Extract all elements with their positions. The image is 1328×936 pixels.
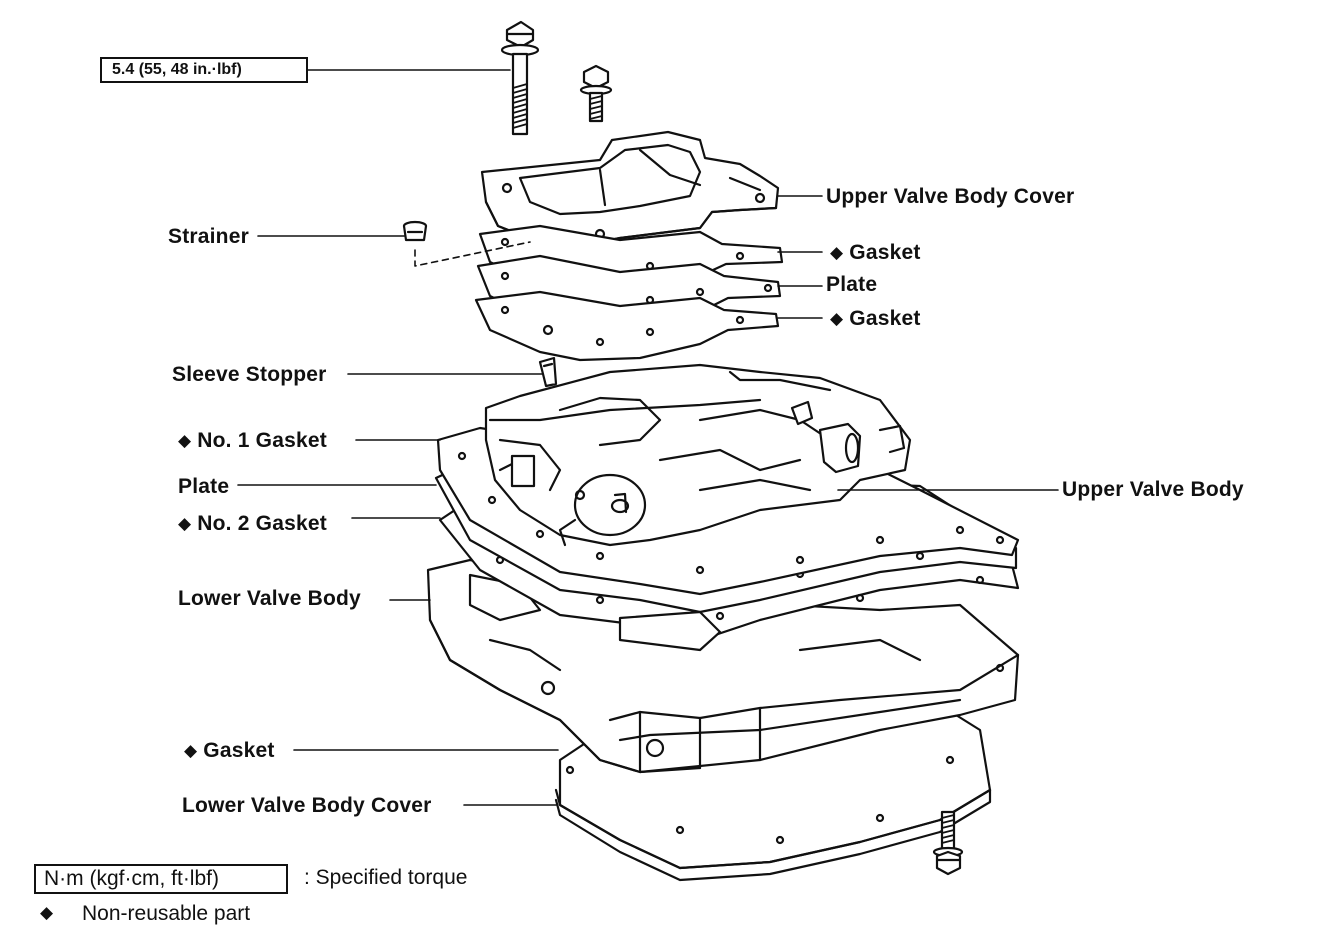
- legend-nonreusable-diamond-icon: ◆: [40, 903, 54, 922]
- label-gasket-3: ◆Gasket: [184, 739, 275, 762]
- label-upper-valve-body: Upper Valve Body: [1062, 478, 1244, 501]
- label-no1-gasket: ◆No. 1 Gasket: [178, 429, 327, 452]
- nonreusable-diamond-icon: ◆: [830, 309, 844, 328]
- nonreusable-diamond-icon: ◆: [178, 514, 192, 533]
- label-plate-2: Plate: [178, 475, 230, 498]
- legend-nonreusable-desc: Non-reusable part: [82, 902, 251, 925]
- label-plate-1: Plate: [826, 273, 878, 296]
- label-lower-valve-body-cover: Lower Valve Body Cover: [182, 794, 432, 817]
- legend-torque-units-box: N·m (kgf·cm, ft·lbf): [34, 864, 288, 894]
- bolt-long-icon: [500, 20, 540, 136]
- legend-torque-desc: : Specified torque: [304, 866, 468, 889]
- upper-gasket-2-shape: [474, 290, 780, 362]
- legend-torque-units: N·m (kgf·cm, ft·lbf): [44, 867, 219, 890]
- bolt-short-icon: [579, 64, 613, 123]
- torque-spec-box: 5.4 (55, 48 in.·lbf): [100, 57, 308, 83]
- label-upper-valve-body-cover: Upper Valve Body Cover: [826, 185, 1075, 208]
- nonreusable-diamond-icon: ◆: [178, 431, 192, 450]
- label-gasket-1: ◆Gasket: [830, 241, 921, 264]
- bolt-bottom-icon: [932, 810, 964, 876]
- label-lower-valve-body: Lower Valve Body: [178, 587, 361, 610]
- upper-valve-body-shape: [484, 363, 912, 547]
- label-sleeve-stopper: Sleeve Stopper: [172, 363, 327, 386]
- torque-spec-text: 5.4 (55, 48 in.·lbf): [112, 61, 242, 78]
- nonreusable-diamond-icon: ◆: [830, 243, 844, 262]
- label-gasket-2: ◆Gasket: [830, 307, 921, 330]
- label-strainer: Strainer: [168, 225, 249, 248]
- label-no2-gasket: ◆No. 2 Gasket: [178, 512, 327, 535]
- nonreusable-diamond-icon: ◆: [184, 741, 198, 760]
- strainer-icon: [402, 220, 531, 267]
- leader-lines: [237, 69, 1059, 806]
